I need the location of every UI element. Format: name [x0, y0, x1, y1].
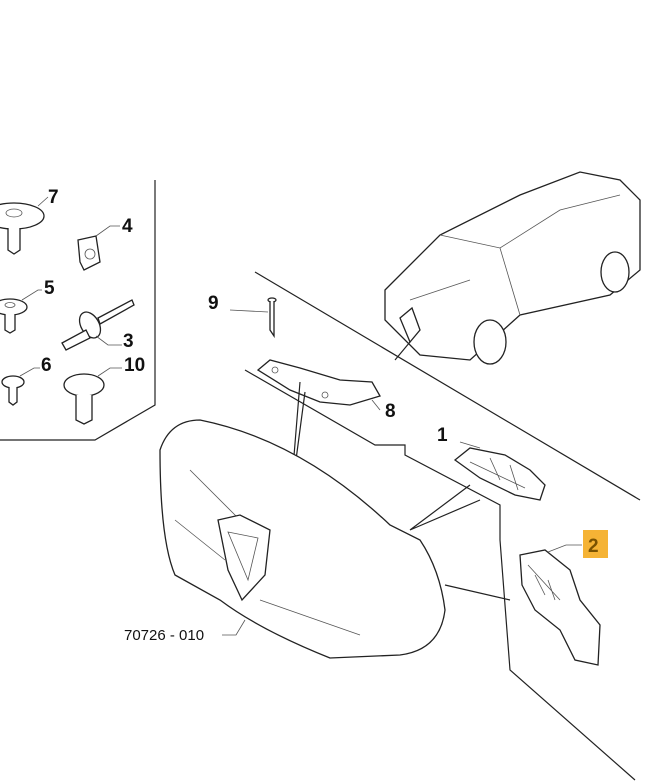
catalog-code-leader — [222, 619, 246, 636]
part-6-screw[interactable] — [1, 367, 40, 406]
callout-5[interactable]: 5 — [44, 278, 55, 299]
part-4-clip-nut[interactable] — [77, 225, 120, 271]
frame-line-top — [254, 271, 641, 501]
catalog-code: 70726 - 010 — [124, 627, 204, 644]
part-1-bracket[interactable] — [409, 441, 546, 531]
part-3-rivet[interactable] — [61, 299, 135, 351]
callout-7[interactable]: 7 — [48, 187, 59, 208]
callout-10[interactable]: 10 — [124, 355, 145, 376]
part-9-pin[interactable] — [229, 297, 277, 339]
part-10-screw[interactable] — [63, 367, 122, 425]
callout-8[interactable]: 8 — [385, 401, 396, 422]
front-bumper[interactable] — [159, 419, 511, 659]
part-8-bracket[interactable] — [256, 359, 381, 506]
part-7-screw[interactable] — [0, 196, 49, 255]
frame-line-bottom — [499, 539, 636, 781]
callout-4[interactable]: 4 — [122, 216, 133, 237]
frame-line-mid — [244, 369, 501, 540]
callout-2[interactable]: 2 — [588, 536, 599, 557]
callout-2-highlight — [583, 530, 608, 558]
fastener-panel-frame — [0, 180, 156, 441]
part-5-screw[interactable] — [0, 289, 42, 334]
part-2-bracket[interactable] — [519, 544, 601, 666]
callout-6[interactable]: 6 — [41, 355, 52, 376]
callout-1[interactable]: 1 — [437, 425, 448, 446]
callout-3[interactable]: 3 — [123, 331, 134, 352]
vehicle-overview — [384, 171, 641, 365]
callout-9[interactable]: 9 — [208, 293, 219, 314]
